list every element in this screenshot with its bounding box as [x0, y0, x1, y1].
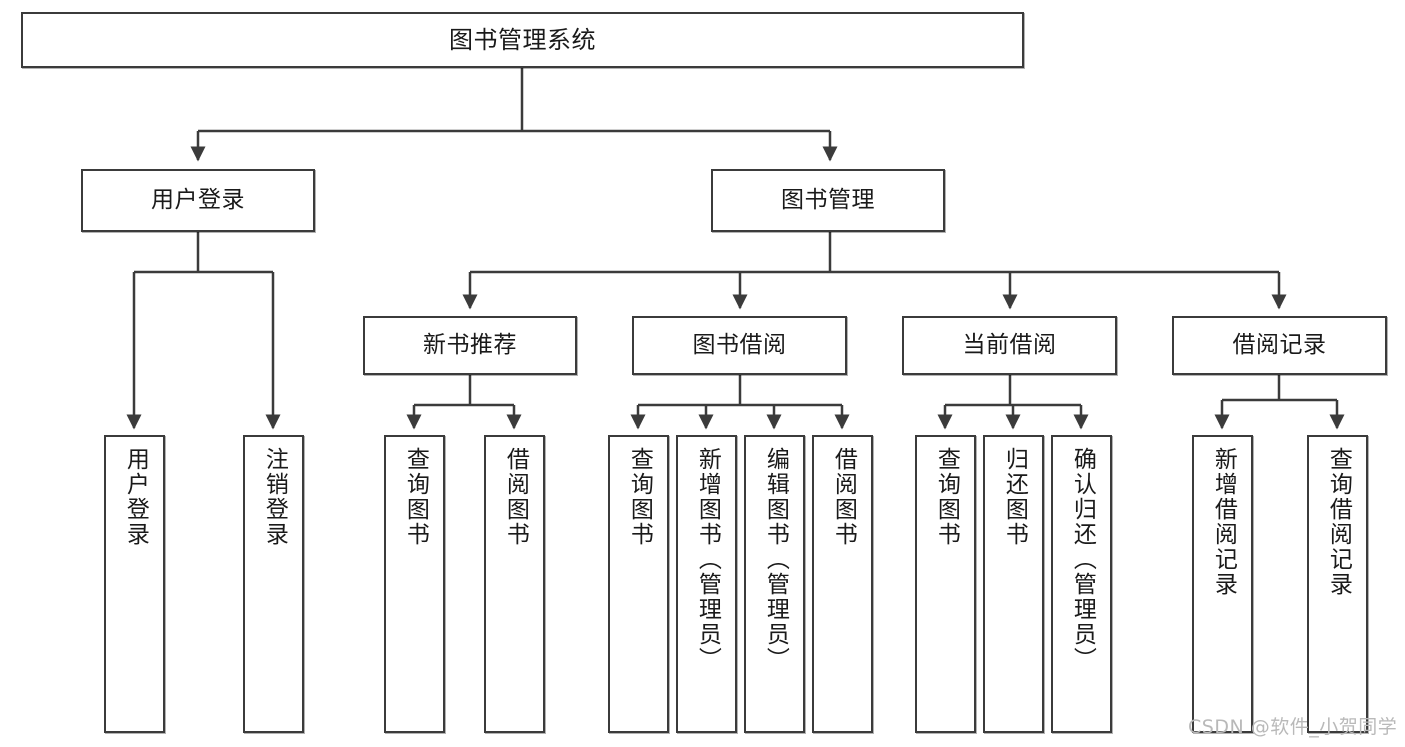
- node-leaf-borrow-book-1[interactable]: 借阅图书: [484, 435, 545, 733]
- node-leaf-query-book-2-label: 查询图书: [626, 447, 653, 547]
- node-book-manage[interactable]: 图书管理: [711, 169, 945, 232]
- node-leaf-edit-book[interactable]: 编辑图书（管理员）: [744, 435, 805, 733]
- node-borrow-record[interactable]: 借阅记录: [1172, 316, 1387, 375]
- node-leaf-borrow-book-2[interactable]: 借阅图书: [812, 435, 873, 733]
- node-leaf-add-book[interactable]: 新增图书（管理员）: [676, 435, 737, 733]
- node-leaf-query-book-2[interactable]: 查询图书: [608, 435, 669, 733]
- node-leaf-confirm-return[interactable]: 确认归还（管理员）: [1051, 435, 1112, 733]
- node-leaf-add-record-label: 新增借阅记录: [1210, 447, 1237, 597]
- node-leaf-return-book-label: 归还图书: [1001, 447, 1028, 547]
- node-leaf-borrow-book-2-label: 借阅图书: [830, 447, 857, 547]
- node-leaf-user-login-label: 用户登录: [122, 447, 149, 547]
- node-leaf-logout-label: 注销登录: [261, 447, 288, 547]
- node-leaf-return-book[interactable]: 归还图书: [983, 435, 1044, 733]
- node-leaf-borrow-book-1-label: 借阅图书: [502, 447, 529, 547]
- node-leaf-user-login[interactable]: 用户登录: [104, 435, 165, 733]
- node-leaf-confirm-return-label: 确认归还（管理员）: [1069, 447, 1096, 672]
- node-new-book-recommend[interactable]: 新书推荐: [363, 316, 577, 375]
- node-leaf-add-record[interactable]: 新增借阅记录: [1192, 435, 1253, 733]
- node-leaf-query-book-1-label: 查询图书: [402, 447, 429, 547]
- node-root-label: 图书管理系统: [449, 26, 596, 54]
- node-user-login-label: 用户登录: [151, 187, 245, 213]
- node-leaf-logout[interactable]: 注销登录: [243, 435, 304, 733]
- node-root[interactable]: 图书管理系统: [21, 12, 1024, 68]
- node-leaf-add-book-label: 新增图书（管理员）: [694, 447, 721, 672]
- node-leaf-query-book-3-label: 查询图书: [933, 447, 960, 547]
- node-leaf-edit-book-label: 编辑图书（管理员）: [762, 447, 789, 672]
- node-user-login[interactable]: 用户登录: [81, 169, 315, 232]
- node-book-borrow[interactable]: 图书借阅: [632, 316, 847, 375]
- node-new-book-recommend-label: 新书推荐: [423, 332, 517, 358]
- node-book-manage-label: 图书管理: [781, 187, 875, 213]
- node-leaf-query-record[interactable]: 查询借阅记录: [1307, 435, 1368, 733]
- node-current-borrow-label: 当前借阅: [962, 332, 1057, 358]
- node-book-borrow-label: 图书借阅: [692, 332, 787, 358]
- node-leaf-query-book-1[interactable]: 查询图书: [384, 435, 445, 733]
- node-borrow-record-label: 借阅记录: [1232, 332, 1327, 358]
- csdn-watermark: CSDN @软件_小贺同学: [1188, 716, 1398, 738]
- node-leaf-query-record-label: 查询借阅记录: [1325, 447, 1352, 597]
- node-leaf-query-book-3[interactable]: 查询图书: [915, 435, 976, 733]
- node-current-borrow[interactable]: 当前借阅: [902, 316, 1117, 375]
